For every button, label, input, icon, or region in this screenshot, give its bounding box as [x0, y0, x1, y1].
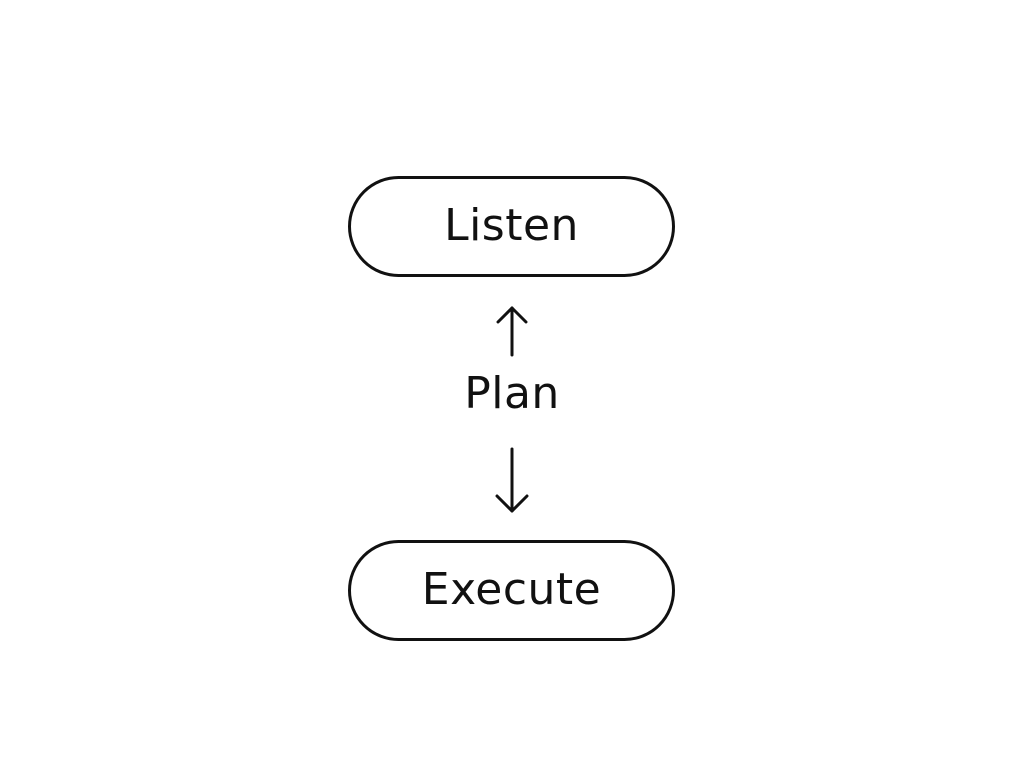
- listen-node: Listen: [348, 176, 675, 277]
- execute-node-label: Execute: [421, 564, 602, 615]
- arrow-up-icon: [496, 306, 528, 357]
- plan-label: Plan: [464, 368, 560, 419]
- arrow-down-icon: [495, 447, 529, 513]
- execute-node: Execute: [348, 540, 675, 641]
- listen-node-label: Listen: [444, 200, 579, 251]
